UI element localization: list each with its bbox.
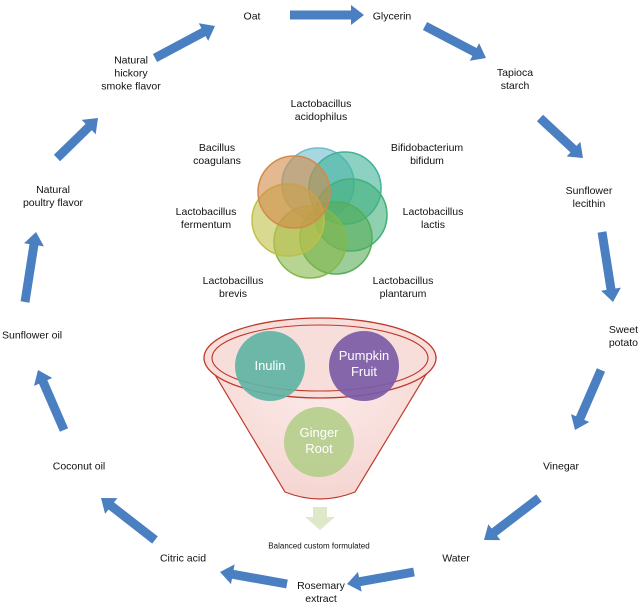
ingredient-label-glycerin: Glycerin (372, 10, 412, 23)
probiotic-label-lactis: Lactobacillus lactis (402, 206, 464, 231)
inulin-label: Inulin (254, 358, 286, 373)
ingredient-label-coconut-oil: Coconut oil (52, 460, 106, 473)
probiotic-label-fermentum: Lactobacillus fermentum (175, 206, 237, 231)
probiotic-label-coagulans: Bacillus coagulans (193, 142, 241, 167)
cycle-arrow-7 (347, 567, 415, 592)
ingredient-label-sunflower-oil: Sunflower oil (2, 329, 63, 342)
ingredient-label-hickory-smoke-flavor: Natural hickory smoke flavor (101, 54, 161, 93)
cycle-arrow-1 (290, 5, 364, 25)
cycle-arrow-2 (422, 22, 486, 61)
cycle-arrow-9 (101, 498, 158, 544)
ingredient-label-vinegar: Vinegar (542, 460, 580, 473)
probiotic-label-bifidum: Bifidobacterium bifidum (390, 142, 464, 167)
inulin-bubble (235, 331, 305, 401)
probiotic-blend-cluster (251, 147, 388, 279)
ingredient-label-citric-acid: Citric acid (159, 552, 207, 565)
cycle-arrow-10 (34, 370, 69, 432)
ingredient-label-rosemary-extract: Rosemary extract (297, 580, 345, 605)
cycle-arrows (20, 5, 621, 592)
pumpkin-fruit-bubble (329, 331, 399, 401)
cycle-arrow-13 (152, 23, 215, 62)
ingredient-label-tapioca-starch: Tapioca starch (496, 67, 534, 92)
probiotic-petal-7 (257, 155, 331, 229)
ginger-root-label: Ginger Root (299, 425, 339, 456)
cycle-arrow-4 (597, 231, 621, 302)
cycle-arrow-5 (571, 368, 606, 430)
funnel-rim-inner (211, 324, 429, 392)
ingredient-label-sweet-potato: Sweet potato (608, 324, 639, 349)
ingredient-label-oat: Oat (243, 10, 261, 23)
probiotic-label-plantarum: Lactobacillus plantarum (372, 275, 434, 300)
ginger-root-bubble (284, 407, 354, 477)
probiotic-label-brevis: Lactobacillus brevis (202, 275, 264, 300)
probiotic-label-acidophilus: Lactobacillus acidophilus (290, 98, 352, 123)
ingredient-label-sunflower-lecithin: Sunflower lecithin (565, 185, 613, 210)
cycle-arrow-6 (484, 494, 542, 541)
cycle-arrow-3 (536, 114, 583, 158)
cycle-arrow-8 (220, 564, 288, 589)
cycle-arrow-11 (20, 232, 44, 303)
pumpkin-fruit-label: Pumpkin Fruit (338, 348, 390, 379)
ingredient-label-poultry-flavor: Natural poultry flavor (22, 184, 84, 209)
cycle-arrow-12 (53, 118, 98, 162)
output-down-arrow (305, 507, 335, 530)
prebiotic-funnel (203, 317, 438, 530)
ingredient-label-water: Water (442, 552, 470, 565)
balanced-formula-caption: Balanced custom formulated (268, 541, 370, 551)
